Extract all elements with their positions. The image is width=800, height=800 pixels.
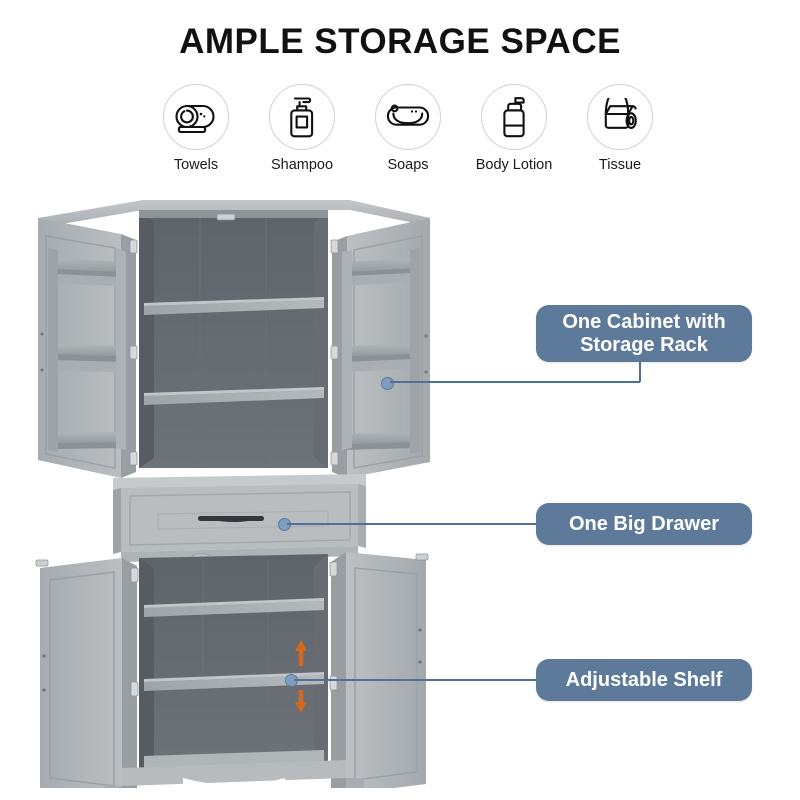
- upper-left-door: [38, 218, 138, 478]
- rack-side-panel: [410, 248, 420, 454]
- lower-interior-right-wall: [314, 554, 328, 768]
- door-hinge: [330, 239, 339, 254]
- upper-interior-right-wall: [314, 212, 328, 468]
- door-storage-rack: [345, 344, 414, 362]
- callout-line-storage-rack-vertical: [639, 360, 641, 382]
- feature-item-soaps: Soaps: [360, 84, 456, 173]
- lower-interior-shelf: [144, 598, 324, 617]
- door-catch: [415, 553, 429, 561]
- lotion-pump-bottle-icon: [496, 94, 532, 140]
- callout-badge-storage-rack[interactable]: One Cabinet with Storage Rack: [536, 305, 752, 362]
- lower-interior-left-wall: [139, 558, 154, 772]
- carcass-left-edge: [113, 488, 121, 554]
- door-pin: [40, 332, 44, 336]
- rack-side-panel: [116, 248, 126, 450]
- callout-line-1: One Cabinet with: [562, 311, 726, 334]
- callout-anchor-storage-rack: [381, 377, 394, 390]
- shampoo-pump-bottle-icon: [282, 94, 322, 140]
- tissue-roll-icon: [597, 98, 643, 136]
- feature-item-body-lotion: Body Lotion: [466, 84, 562, 173]
- callout-badge-adjustable-shelf[interactable]: Adjustable Shelf: [536, 659, 752, 701]
- callout-line-2: Storage Rack: [580, 333, 708, 356]
- callout-line-storage-rack-horizontal: [390, 381, 640, 383]
- feature-label: Shampoo: [270, 157, 334, 173]
- drawer-inner-groove: [157, 510, 329, 530]
- door-hinge: [130, 567, 139, 583]
- base-plinth: [122, 760, 346, 786]
- callout-badge-text: Adjustable Shelf: [565, 668, 723, 691]
- cabinet-drawing: [35, 200, 430, 788]
- feature-item-towels: Towels: [148, 84, 244, 173]
- feature-label: Towels: [173, 157, 219, 173]
- lower-cabinet: [35, 552, 429, 788]
- feature-item-shampoo: Shampoo: [254, 84, 350, 173]
- drawer-section: [113, 474, 366, 562]
- door-hinge: [130, 681, 139, 697]
- feature-icon-row: Towels Shampoo: [148, 84, 668, 184]
- door-pin: [418, 660, 422, 664]
- product-illustration: [18, 196, 448, 788]
- callout-line-adjustable-shelf: [294, 679, 539, 681]
- page-title: AMPLE STORAGE SPACE: [179, 22, 621, 61]
- feature-item-tissue: Tissue: [572, 84, 668, 173]
- door-hinge: [129, 239, 138, 254]
- door-hinge: [330, 451, 339, 466]
- callout-badge-text: One Cabinet with Storage Rack: [562, 311, 725, 356]
- upper-interior-back: [139, 212, 328, 468]
- lower-right-door: [329, 552, 429, 788]
- base-foot-left: [104, 786, 122, 788]
- cabinet-top-board: [38, 200, 430, 228]
- door-pin: [40, 368, 44, 372]
- base-foot-right: [346, 778, 364, 788]
- door-storage-rack: [345, 432, 414, 450]
- drawer-panel-outline: [129, 491, 351, 546]
- door-storage-rack: [345, 273, 414, 286]
- feature-icon-circle: [269, 84, 335, 150]
- upper-interior-left-wall: [139, 212, 154, 468]
- feature-label: Soaps: [387, 157, 429, 173]
- door-hinge: [330, 345, 339, 360]
- lower-left-door: [35, 558, 139, 788]
- rack-side-panel: [342, 250, 352, 450]
- door-storage-rack: [56, 274, 123, 286]
- feature-icon-circle: [481, 84, 547, 150]
- soap-bar-icon: [385, 100, 431, 134]
- door-hinge: [329, 561, 338, 577]
- door-storage-rack: [345, 359, 414, 372]
- door-storage-rack: [56, 344, 123, 362]
- rack-side-panel: [48, 248, 58, 452]
- door-catch: [216, 213, 236, 221]
- feature-icon-circle: [587, 84, 653, 150]
- callout-badge-big-drawer[interactable]: One Big Drawer: [536, 503, 752, 545]
- feature-label: Tissue: [598, 157, 642, 173]
- door-hinge: [129, 451, 138, 466]
- feature-label: Body Lotion: [475, 157, 553, 173]
- drawer-handle-bar: [198, 516, 264, 521]
- plinth-arch-cutout: [183, 778, 285, 788]
- door-pin: [418, 628, 422, 632]
- adjust-down-arrow-icon: [295, 690, 307, 713]
- door-pin: [424, 334, 428, 338]
- door-storage-rack: [56, 432, 123, 449]
- door-hinge: [129, 345, 138, 360]
- rolled-towel-icon: [174, 97, 218, 137]
- feature-icon-circle: [163, 84, 229, 150]
- door-pin: [42, 654, 46, 658]
- upper-interior-shelf: [144, 387, 324, 405]
- callout-line-big-drawer: [287, 523, 539, 525]
- adjust-up-arrow-icon: [295, 640, 307, 666]
- door-pin: [424, 370, 428, 374]
- door-pin: [42, 688, 46, 692]
- upper-right-door: [330, 218, 430, 478]
- door-catch: [35, 559, 49, 567]
- upper-interior-shelf: [144, 297, 324, 315]
- feature-icon-circle: [375, 84, 441, 150]
- carcass-right-edge: [358, 484, 366, 548]
- adjustable-shelf: [144, 672, 324, 691]
- door-storage-rack: [56, 360, 123, 372]
- upper-cabinet: [38, 200, 430, 478]
- callout-badge-text: One Big Drawer: [568, 512, 720, 535]
